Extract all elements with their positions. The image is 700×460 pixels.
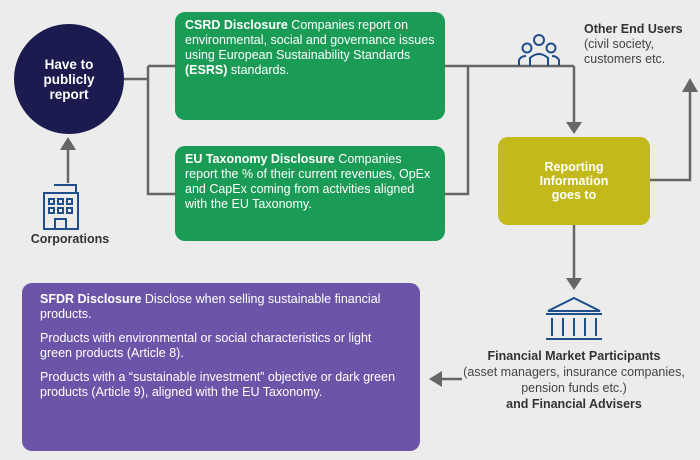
csrd-text-end: standards. xyxy=(227,63,290,77)
reporting-text: Reporting Information goes to xyxy=(539,160,609,202)
csrd-text: Companies report on environmental, socia… xyxy=(185,18,435,62)
arrowhead-sfdr xyxy=(429,371,442,387)
sfdr-box: SFDR Disclosure Disclose when selling su… xyxy=(22,283,420,451)
fmp-advisers: and Financial Advisers xyxy=(506,397,642,411)
taxonomy-text: Companies report the % of their current … xyxy=(185,152,431,211)
arrowhead-reporting xyxy=(566,122,582,134)
fmp-title: Financial Market Participants xyxy=(487,349,661,363)
connector-left-bracket xyxy=(146,64,175,196)
report-circle: Have to publicly report xyxy=(14,24,124,134)
sfdr-article8: Products with environmental or social ch… xyxy=(40,331,372,360)
connector-right-bracket xyxy=(445,64,574,196)
other-users-block: Other End Users (civil society, customer… xyxy=(584,22,696,67)
sfdr-title: SFDR Disclosure xyxy=(40,292,142,306)
arrowhead-circle xyxy=(60,137,76,150)
taxonomy-title: EU Taxonomy Disclosure xyxy=(185,152,335,166)
fmp-text: (asset managers, insurance companies, pe… xyxy=(463,365,685,395)
reporting-box: Reporting Information goes to xyxy=(498,137,650,225)
arrowhead-financial xyxy=(566,278,582,290)
bank-columns-icon xyxy=(546,296,602,340)
arrowhead-other-users xyxy=(682,78,698,92)
other-users-text: (civil society, customers etc. xyxy=(584,37,666,66)
sfdr-intro: Disclose when selling sustainable financ… xyxy=(40,292,381,321)
csrd-esrs: (ESRS) xyxy=(185,63,228,77)
sfdr-article9: Products with a “sustainable investment”… xyxy=(40,370,396,399)
other-users-title: Other End Users xyxy=(584,22,683,36)
sfdr-intro-paragraph: SFDR Disclosure Disclose when selling su… xyxy=(40,292,402,322)
report-circle-text: Have to publicly report xyxy=(43,56,95,102)
office-building-icon xyxy=(43,184,79,230)
financial-participants-block: Financial Market Participants (asset man… xyxy=(452,348,696,412)
csrd-box: CSRD Disclosure Companies report on envi… xyxy=(175,12,445,120)
corporations-label: Corporations xyxy=(30,232,110,246)
arrow-to-other-users xyxy=(650,88,692,182)
csrd-title: CSRD Disclosure xyxy=(185,18,288,32)
taxonomy-box: EU Taxonomy Disclosure Companies report … xyxy=(175,146,445,241)
people-group-icon xyxy=(518,34,560,66)
